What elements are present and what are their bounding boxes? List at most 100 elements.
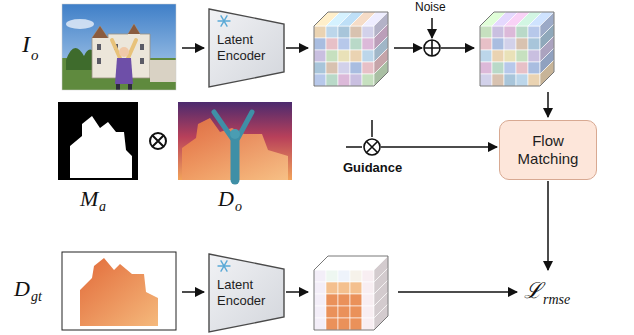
latent-cell — [480, 26, 492, 38]
encoder-outline — [209, 9, 284, 87]
latent-cell — [326, 62, 338, 74]
latent-cell — [338, 62, 350, 74]
latent-cell — [338, 74, 350, 86]
depth-person — [214, 112, 252, 180]
latent-cell — [350, 270, 362, 282]
latent-cell — [314, 318, 326, 330]
latent-cell — [362, 50, 374, 62]
latent-cell — [314, 74, 326, 86]
latent-cell — [528, 50, 540, 62]
mask-image — [58, 102, 138, 180]
frozen-snowflake — [218, 261, 230, 271]
loss-subscript: rmse — [543, 292, 570, 308]
latent-cell — [492, 62, 504, 74]
latent-cell — [350, 318, 362, 330]
latent-cell — [338, 294, 350, 306]
latent-side-face — [374, 304, 388, 330]
encoder-label: Latent Encoder — [217, 32, 271, 64]
latent-cell — [350, 282, 362, 294]
latent-side-face — [374, 60, 388, 86]
latent-cell — [516, 50, 528, 62]
latent-cell — [338, 50, 350, 62]
latent-cell — [326, 270, 338, 282]
encoder-trapezoid: Latent Encoder — [208, 253, 285, 333]
loss-symbol: ℒ — [524, 278, 542, 303]
encoder-trapezoid: Latent Encoder — [208, 8, 285, 88]
cube-outline — [314, 256, 388, 330]
guidance-multiply — [364, 139, 380, 155]
latent-cell — [350, 38, 362, 50]
cube-outline — [480, 12, 554, 86]
gt-castle — [80, 258, 158, 326]
math-symbol: I — [22, 30, 30, 58]
latent-cube — [314, 12, 388, 86]
photo-person — [112, 40, 136, 90]
multiply-symbol — [150, 133, 166, 149]
latent-cell — [350, 26, 362, 38]
latent-cube — [314, 256, 388, 330]
snowflake-arm — [221, 16, 227, 26]
latent-cell — [492, 50, 504, 62]
latent-cell — [326, 294, 338, 306]
frozen-snowflake — [218, 16, 230, 26]
latent-cell — [362, 318, 374, 330]
latent-cell — [516, 62, 528, 74]
process-box: Flow Matching — [499, 120, 597, 180]
photo-sky — [62, 4, 176, 90]
latent-cell — [362, 74, 374, 86]
depth-image — [178, 102, 292, 180]
latent-cell — [362, 282, 374, 294]
arrow — [398, 291, 517, 293]
latent-cell — [314, 294, 326, 306]
math-subscript: gt — [31, 289, 42, 305]
latent-cell — [326, 26, 338, 38]
photo-frame — [62, 4, 176, 90]
cube-outline — [314, 12, 388, 86]
latent-cell — [350, 74, 362, 86]
latent-cell — [338, 282, 350, 294]
depth-head — [230, 129, 240, 139]
latent-cell — [516, 26, 528, 38]
latent-cell — [314, 38, 326, 50]
encoder-label: Latent Encoder — [217, 277, 271, 309]
latent-cell — [314, 62, 326, 74]
latent-cube — [480, 12, 554, 86]
latent-cell — [362, 26, 374, 38]
flow-arrows — [182, 18, 548, 292]
depth-castle — [182, 118, 288, 180]
input-photo — [62, 4, 176, 90]
latent-cell — [480, 74, 492, 86]
arrow — [182, 291, 204, 293]
latent-cell — [362, 294, 374, 306]
latent-cell — [362, 270, 374, 282]
latent-cell — [516, 38, 528, 50]
latent-cell — [362, 62, 374, 74]
latent-cell — [480, 50, 492, 62]
snowflake-arm — [221, 261, 227, 271]
photo-roof — [92, 24, 140, 38]
latent-cell — [350, 306, 362, 318]
gt-depth-image — [62, 252, 176, 330]
arrow — [441, 47, 474, 49]
latent-cell — [326, 38, 338, 50]
arrow — [431, 18, 433, 38]
process-label: Flow Matching — [508, 132, 588, 168]
latent-cell — [314, 306, 326, 318]
latent-cell — [338, 306, 350, 318]
latent-cell — [480, 62, 492, 74]
latent-cell — [492, 74, 504, 86]
math-symbol: D — [218, 186, 234, 211]
latent-cell — [314, 282, 326, 294]
latent-cell — [350, 62, 362, 74]
latent-cell — [326, 306, 338, 318]
latent-side-face — [540, 60, 554, 86]
math-subscript: a — [99, 199, 106, 215]
math-symbol: M — [80, 186, 98, 211]
math-subscript: o — [31, 47, 39, 64]
latent-cell — [516, 74, 528, 86]
photo-cloud — [66, 19, 94, 29]
mask-background — [58, 102, 138, 180]
latent-cell — [504, 62, 516, 74]
math-subscript: o — [235, 199, 242, 215]
arrow-stub — [346, 146, 362, 148]
